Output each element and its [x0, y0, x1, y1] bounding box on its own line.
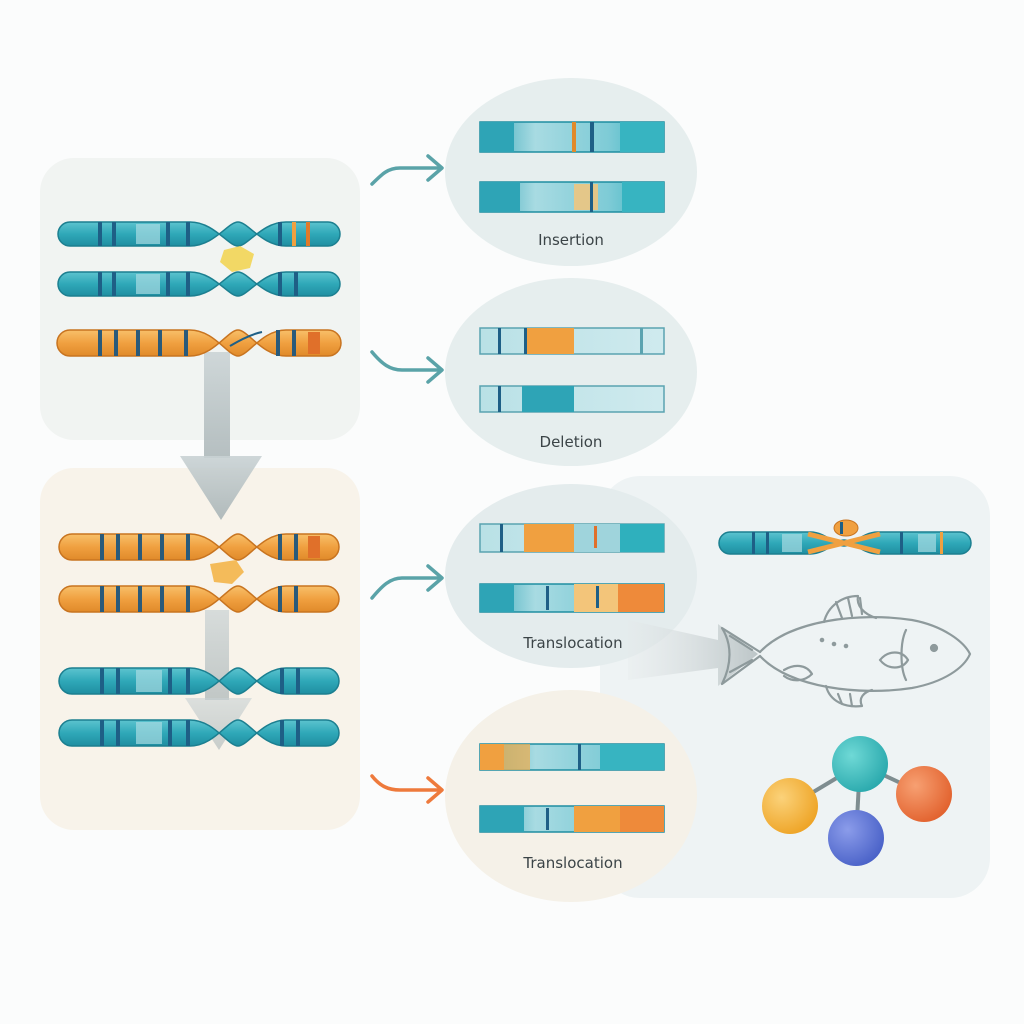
chromosome-bar	[479, 121, 665, 153]
chromosome-bar	[479, 583, 665, 613]
left-panel-top	[40, 158, 360, 440]
label-translocation-2: Translocation	[522, 854, 622, 872]
chromosome-teal	[58, 667, 340, 695]
label-translocation: Translocation	[522, 634, 622, 652]
fish-icon	[720, 594, 972, 708]
molecule-network-icon	[762, 736, 952, 866]
arrow-right-icon	[370, 154, 444, 186]
chromosome-bar	[479, 805, 665, 833]
chromosome-orange	[58, 585, 340, 613]
left-panel-bottom	[40, 468, 360, 830]
label-deletion: Deletion	[540, 433, 603, 451]
chromosome-bar	[479, 743, 665, 771]
chromosome-teal	[718, 519, 972, 555]
arrow-right-icon	[370, 350, 444, 384]
chromosome-bar	[479, 327, 665, 355]
down-arrow-icon	[180, 352, 262, 520]
crossover-point-icon	[210, 560, 244, 584]
crossover-point-icon	[220, 246, 254, 272]
chromosome-bar	[479, 385, 665, 413]
chromosome-bar	[479, 181, 665, 213]
result-bubble-translocation-2	[445, 690, 697, 902]
arrow-right-icon	[370, 564, 444, 600]
arrow-right-icon	[370, 774, 444, 804]
chromosome-teal	[58, 719, 340, 747]
chromosome-bar	[479, 523, 665, 553]
label-insertion: Insertion	[538, 231, 604, 249]
result-bubble-deletion	[445, 278, 697, 466]
chromosome-orange	[56, 329, 342, 357]
chromosome-teal	[57, 271, 341, 297]
right-panel	[600, 476, 990, 898]
chromosome-orange	[58, 533, 340, 561]
chromosome-teal	[57, 221, 341, 247]
